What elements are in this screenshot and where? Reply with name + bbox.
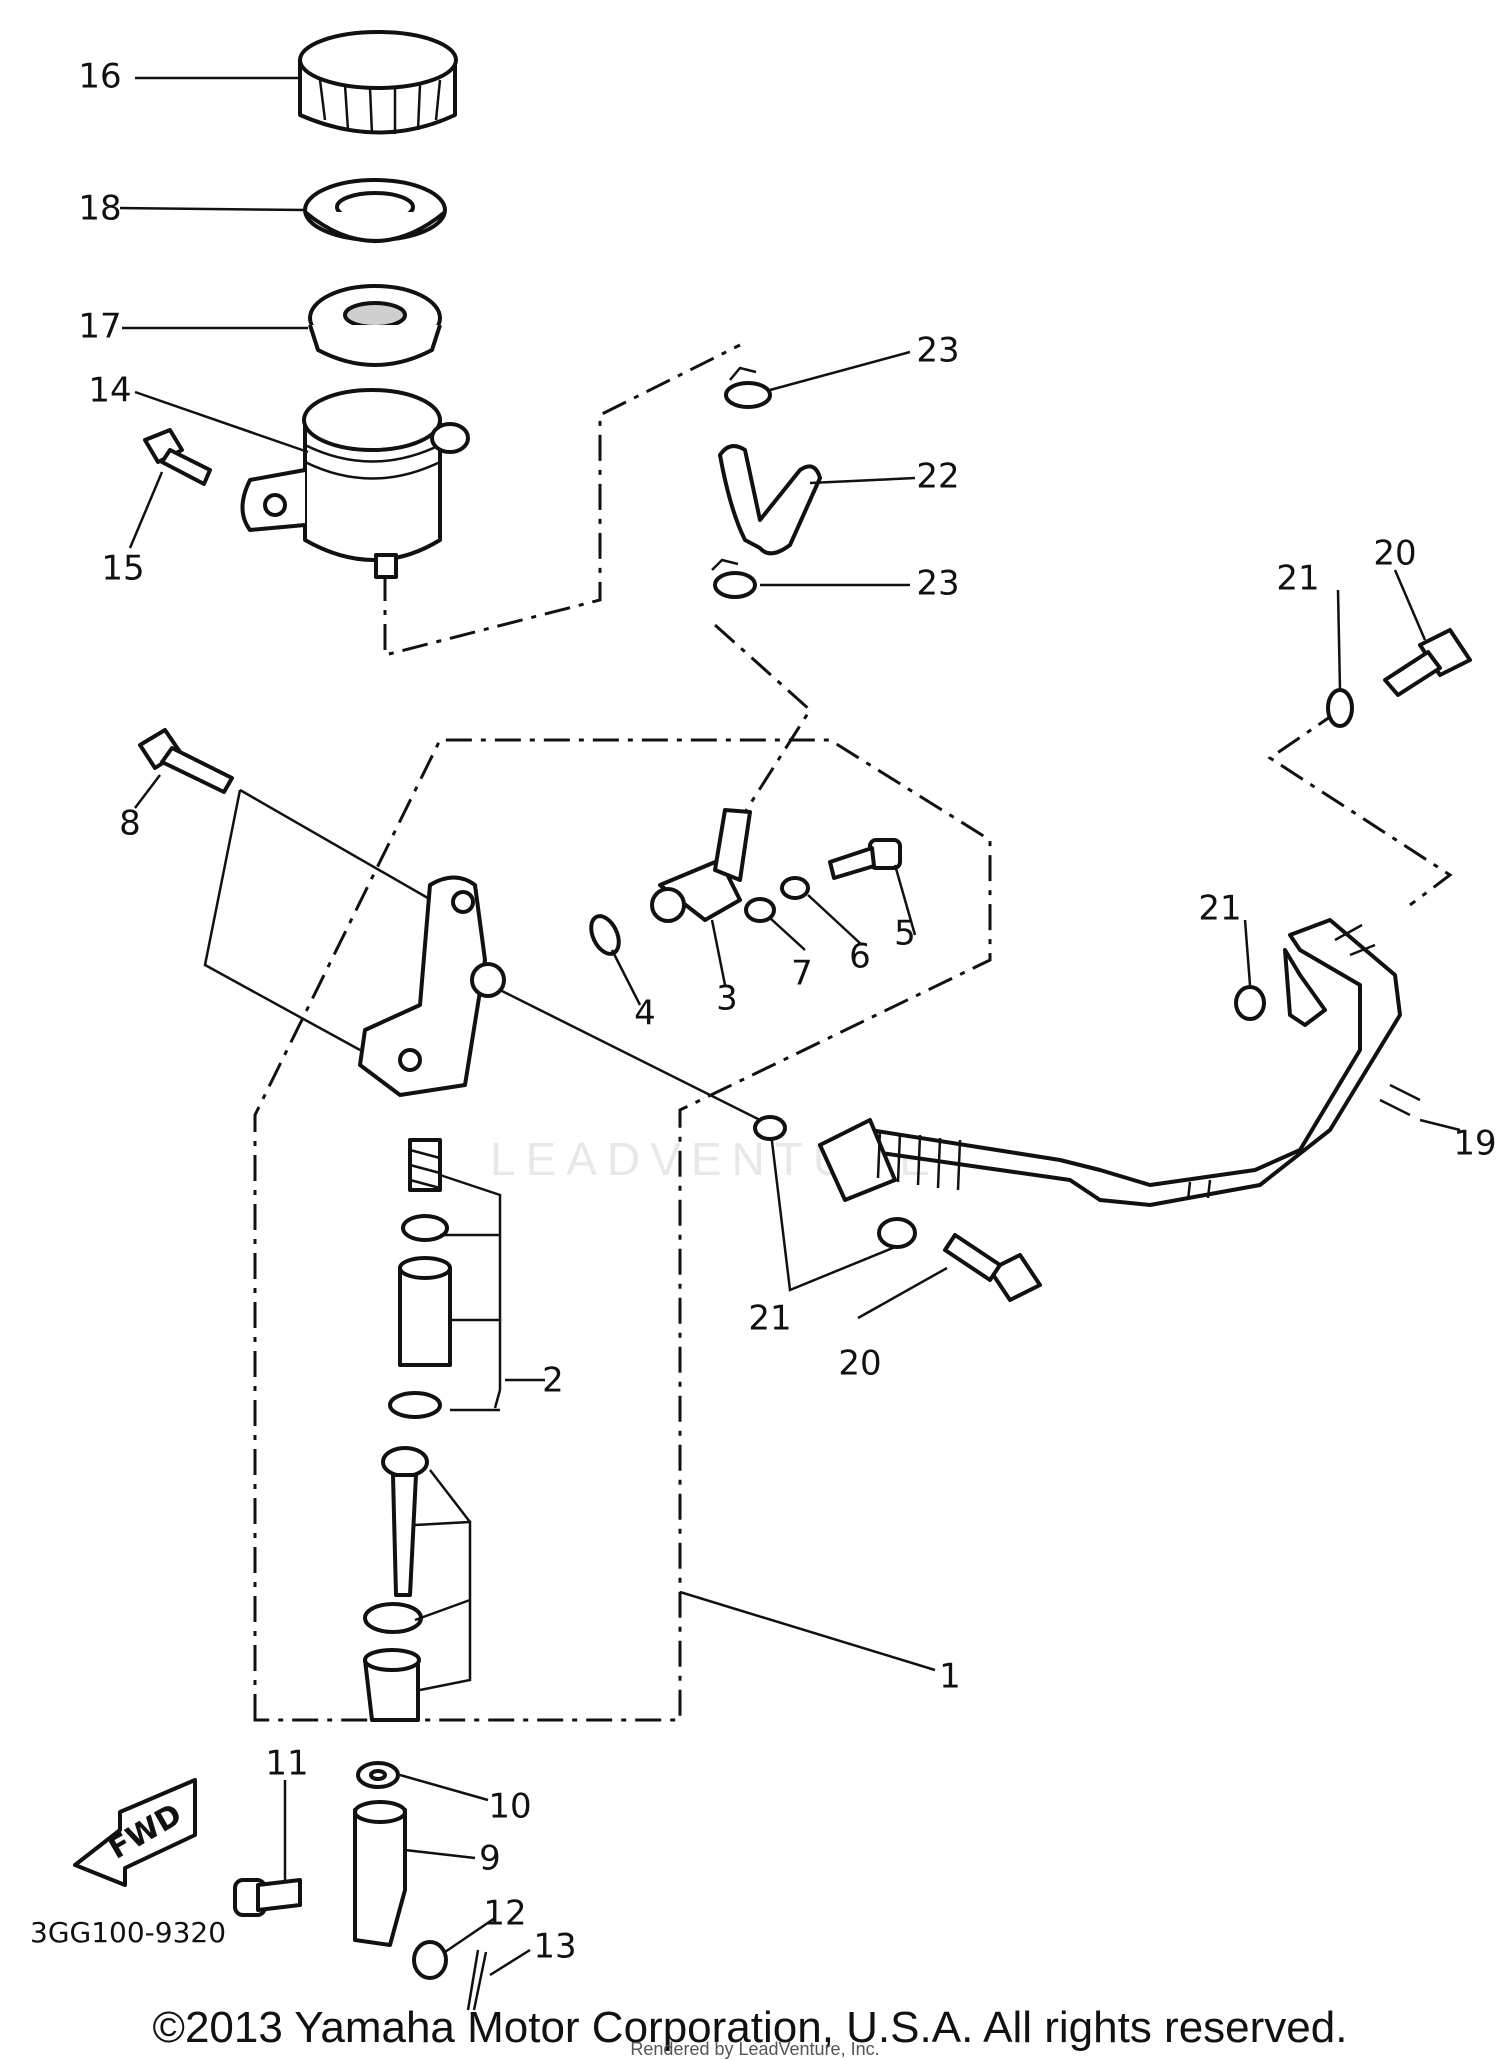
hose-clip-upper: [724, 366, 772, 409]
part-label-21-right: 21: [1198, 889, 1241, 929]
banjo-washer-body: [753, 1115, 787, 1141]
part-label-21-top: 21: [1276, 559, 1319, 599]
reservoir-hose-route: [383, 343, 741, 657]
diaphragm: [308, 284, 442, 367]
banjo-bolt-lower: [943, 1233, 1042, 1302]
hose-clip-lower: [711, 558, 757, 599]
part-label-20-top: 20: [1373, 534, 1416, 574]
part-label-23-upper: 23: [916, 331, 959, 371]
leader-lines: [119, 76, 1461, 1977]
banjo-washer-upper: [1326, 688, 1354, 728]
joint-washer: [744, 897, 776, 923]
banjo-bolt-upper: [1383, 628, 1472, 697]
banjo-washer-lower: [877, 1217, 917, 1249]
bolt-route-lines: [203, 788, 771, 1127]
part-label-2: 2: [542, 1361, 564, 1401]
part-label-12: 12: [483, 1894, 526, 1934]
reservoir-bolt: [143, 428, 212, 486]
part-label-8: 8: [119, 804, 141, 844]
part-label-20-lower: 20: [838, 1344, 881, 1384]
piston-kit-bracket: [414, 1173, 502, 1692]
cotter-pin: [466, 1949, 488, 2011]
copyright-notice: ©2013 Yamaha Motor Corporation, U.S.A. A…: [153, 2003, 1348, 2052]
hose-to-joint-route: [713, 623, 812, 821]
part-label-15: 15: [101, 549, 144, 589]
master-cylinder-body: [358, 875, 506, 1097]
part-label-7: 7: [791, 954, 813, 994]
rendered-by: Rendered by LeadVenture, Inc.: [630, 2039, 879, 2059]
brake-hose: [818, 918, 1421, 1207]
part-label-9: 9: [479, 1839, 501, 1879]
o-ring: [589, 914, 621, 956]
part-label-1: 1: [939, 1657, 961, 1697]
part-label-5: 5: [894, 914, 916, 954]
reservoir-hose: [718, 444, 822, 556]
part-label-18: 18: [78, 189, 121, 229]
clevis-washer: [412, 1940, 448, 1980]
part-label-22: 22: [916, 457, 959, 497]
part-label-16: 16: [78, 57, 121, 97]
bolt-washer-route-top: [1267, 708, 1453, 907]
part-label-3: 3: [716, 979, 738, 1019]
part-label-4: 4: [634, 994, 656, 1034]
part-label-14: 14: [88, 371, 131, 411]
part-label-17: 17: [78, 307, 121, 347]
part-label-6: 6: [849, 937, 871, 977]
hose-joint: [650, 808, 752, 923]
diaphragm-holder: [303, 178, 447, 243]
fwd-arrow-icon: FWD: [73, 1778, 197, 1887]
piston-kit: [363, 1138, 452, 1722]
reservoir-tank: [240, 388, 470, 579]
part-label-23-lower: 23: [916, 564, 959, 604]
part-label-10: 10: [488, 1787, 531, 1827]
joint-screw: [828, 838, 902, 880]
mounting-bolt: [138, 728, 234, 794]
assembly-boundary: [253, 738, 992, 1722]
clevis-pin: [233, 1878, 302, 1917]
part-label-13: 13: [533, 1927, 576, 1967]
reservoir-cap: [298, 30, 458, 135]
locknut: [356, 1761, 400, 1789]
part-label-21-lower: 21: [748, 1299, 791, 1339]
lock-washer: [780, 876, 810, 900]
banjo-route-lines: [768, 1124, 901, 1292]
part-label-11: 11: [265, 1744, 308, 1784]
diagram-code: 3GG100-9320: [30, 1916, 226, 1949]
part-label-19: 19: [1453, 1124, 1496, 1164]
banjo-washer-right: [1234, 985, 1266, 1021]
clevis: [353, 1800, 407, 1947]
